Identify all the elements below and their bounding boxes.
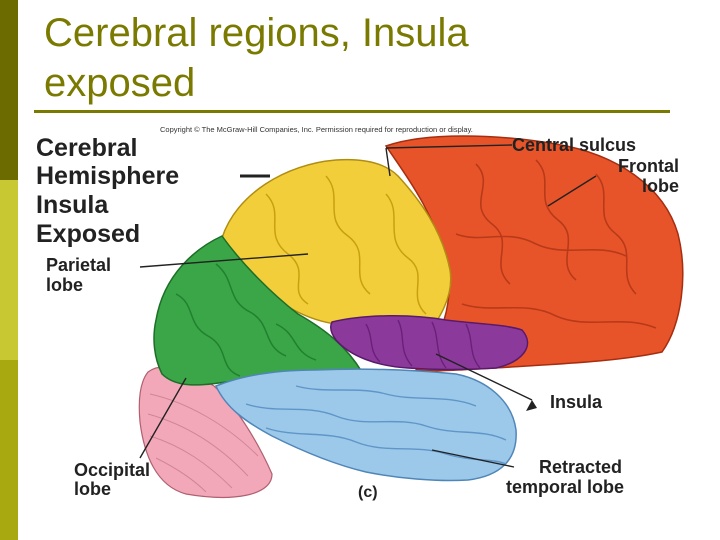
side-bar-dark xyxy=(0,0,18,180)
leader-occipital xyxy=(139,377,187,459)
insula-region xyxy=(330,314,529,371)
label-frontal-line-2: lobe xyxy=(642,176,679,196)
label-frontal-line-1: Frontal xyxy=(618,156,679,176)
heading-line-cerebral: Cerebral xyxy=(36,134,137,162)
slide-title: Cerebral regions, Insula exposed xyxy=(44,8,664,108)
side-bar-mid xyxy=(0,360,18,540)
slide-title-line-1: Cerebral regions, Insula xyxy=(44,11,469,55)
title-underline xyxy=(34,110,670,113)
side-bar-light xyxy=(0,180,18,360)
leader-central-sulcus xyxy=(385,144,513,149)
label-temporal-line-2: temporal lobe xyxy=(506,477,624,497)
heading-line-insula: Insula xyxy=(36,191,109,219)
leader-temporal xyxy=(431,449,515,468)
brain-diagram: Copyright © The McGraw-Hill Companies, I… xyxy=(36,125,684,501)
label-occipital-line-1: Occipital xyxy=(74,460,150,480)
figure-heading: Cerebral Hemisphere Insula Exposed xyxy=(36,134,270,248)
heading-line-exposed: Exposed xyxy=(36,220,140,248)
label-insula: Insula xyxy=(550,392,603,412)
label-central-sulcus: Central sulcus xyxy=(512,135,636,155)
parietal-gyri xyxy=(265,175,427,315)
occipital-gyri xyxy=(175,263,317,377)
slide-title-line-2: exposed xyxy=(44,61,196,105)
label-occipital-line-2: lobe xyxy=(74,479,111,499)
brain-figure: Copyright © The McGraw-Hill Companies, I… xyxy=(36,124,684,510)
cerebellum-region xyxy=(138,366,273,498)
insula-arrow xyxy=(526,400,537,411)
label-panel: (c) xyxy=(358,484,378,501)
leader-central-sulcus-tick xyxy=(385,147,391,177)
frontal-gyri xyxy=(455,159,657,329)
cerebellum-folia xyxy=(147,393,259,493)
leader-insula xyxy=(435,353,533,401)
label-parietal-line-2: lobe xyxy=(46,275,83,295)
heading-line-hemisphere: Hemisphere xyxy=(36,162,179,190)
leader-lines xyxy=(139,144,597,468)
label-parietal-line-1: Parietal xyxy=(46,255,111,275)
label-temporal-line-1: Retracted xyxy=(539,457,622,477)
leader-parietal xyxy=(139,253,309,268)
insula-gyri xyxy=(365,319,481,369)
leader-frontal xyxy=(547,175,597,207)
copyright-text: Copyright © The McGraw-Hill Companies, I… xyxy=(160,125,473,134)
